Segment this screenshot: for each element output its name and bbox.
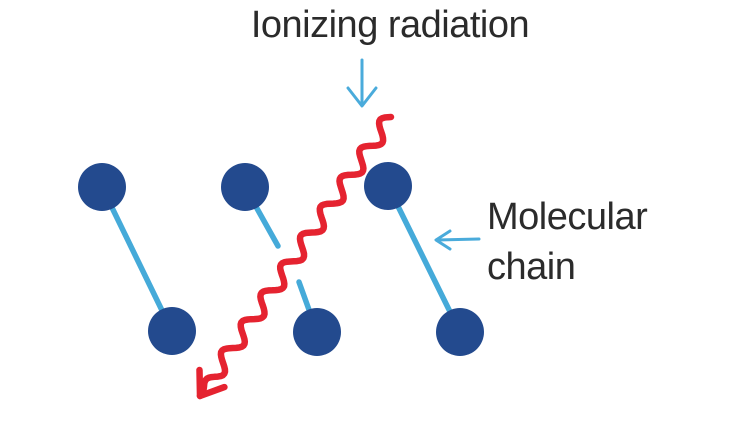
left-arrow-head xyxy=(434,229,452,251)
chain-bond-line xyxy=(385,183,463,335)
down-arrow-icon xyxy=(346,58,378,108)
chain-bond-line xyxy=(99,184,175,334)
chain-left xyxy=(78,163,196,355)
chain-right xyxy=(364,162,484,356)
left-arrow-shaft xyxy=(435,237,481,242)
molecule-node xyxy=(221,163,269,211)
molecular-chain-label: Molecular chain xyxy=(487,196,648,288)
molecule-node xyxy=(293,308,341,356)
molecule-node xyxy=(364,162,412,210)
molecule-node xyxy=(78,163,126,211)
molecule-node xyxy=(148,307,196,355)
radiation-wave xyxy=(196,113,395,400)
left-arrow-icon xyxy=(434,229,481,251)
chain-middle-broken xyxy=(221,163,341,356)
molecule-node xyxy=(436,308,484,356)
radiation-arrowhead-icon xyxy=(196,366,228,400)
diagram-title: Ionizing radiation xyxy=(250,4,530,46)
down-arrow-head xyxy=(346,86,378,108)
